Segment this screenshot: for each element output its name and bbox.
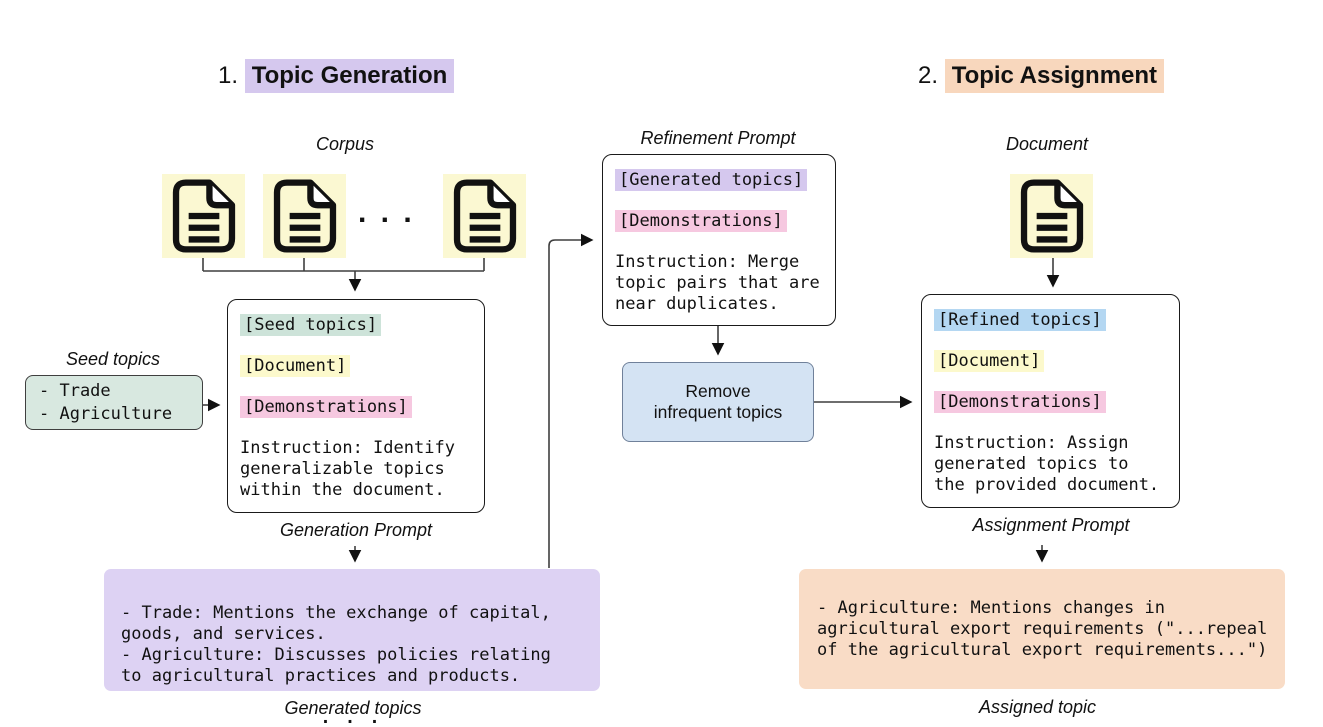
generated-topics-ellipsis: . . . <box>320 708 382 727</box>
assignment-prompt-box: [Refined topics] [Document] [Demonstrati… <box>921 294 1180 508</box>
refinement-instruction: Instruction: Merge topic pairs that are … <box>615 252 820 314</box>
corpus-ellipsis: . . . <box>358 196 415 229</box>
document-field: [Document] <box>934 350 1045 372</box>
stage2-title: 2. Topic Assignment <box>918 59 1165 93</box>
demonstrations-field: [Demonstrations] <box>240 396 412 418</box>
document-icon <box>273 179 336 253</box>
stage2-number: 2. <box>918 62 939 89</box>
generated-to-refinement-arrow <box>548 233 594 568</box>
document-icon <box>453 179 516 253</box>
assignment-instruction: Instruction: Assign generated topics to … <box>934 433 1160 495</box>
document-label: Document <box>1005 134 1089 154</box>
seed-topics-field: [Seed topics] <box>240 314 382 336</box>
corpus-document-3 <box>443 174 526 258</box>
stage1-title: 1. Topic Generation <box>218 59 455 93</box>
assignment-prompt-label: Assignment Prompt <box>972 515 1130 535</box>
stage1-number: 1. <box>218 62 239 89</box>
generation-instruction: Instruction: Identify generalizable topi… <box>240 438 455 500</box>
document-icon <box>1020 179 1083 253</box>
demonstrations-field: [Demonstrations] <box>934 391 1106 413</box>
stage1-title-text: Topic Generation <box>244 59 455 93</box>
seed-topics-label: Seed topics <box>65 349 161 369</box>
generated-topics-text: - Trade: Mentions the exchange of capita… <box>121 603 551 686</box>
target-document <box>1010 174 1093 258</box>
refinement-prompt-box: [Generated topics] [Demonstrations] Inst… <box>602 154 836 326</box>
remove-infrequent-topics-box: Remove infrequent topics <box>622 362 814 442</box>
demonstrations-field: [Demonstrations] <box>615 210 787 232</box>
generated-topics-field: [Generated topics] <box>615 169 808 191</box>
corpus-label: Corpus <box>315 134 375 154</box>
corpus-document-1 <box>162 174 245 258</box>
document-icon <box>172 179 235 253</box>
stage2-title-text: Topic Assignment <box>944 59 1165 93</box>
refinement-prompt-label: Refinement Prompt <box>640 128 796 148</box>
refined-topics-field: [Refined topics] <box>934 309 1106 331</box>
generated-topics-box: - Trade: Mentions the exchange of capita… <box>104 569 600 727</box>
generation-prompt-box: [Seed topics] [Document] [Demonstrations… <box>227 299 485 513</box>
assigned-topic-box: - Agriculture: Mentions changes in agric… <box>799 569 1285 689</box>
document-field: [Document] <box>240 355 351 377</box>
corpus-document-2 <box>263 174 346 258</box>
corpus-bracket-line <box>202 258 485 272</box>
assigned-topic-label: Assigned topic <box>978 697 1097 717</box>
seed-topics-box: - Trade - Agriculture <box>25 375 203 430</box>
generation-prompt-label: Generation Prompt <box>279 520 433 540</box>
generated-topics-label: Generated topics <box>284 698 422 718</box>
